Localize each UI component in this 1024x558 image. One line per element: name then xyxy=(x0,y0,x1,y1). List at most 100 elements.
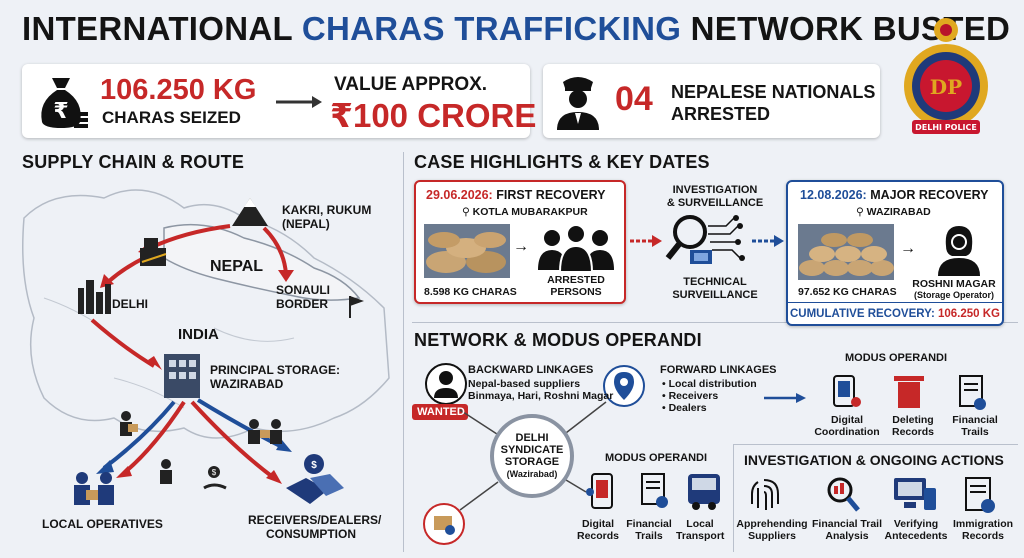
mo-right-label-2a: Deleting xyxy=(892,414,934,426)
mo-inner-icons xyxy=(586,473,720,510)
svg-text:$: $ xyxy=(311,460,317,471)
origin-label-1: KAKRI, RUKUM xyxy=(282,203,372,217)
card-divider xyxy=(788,302,1002,303)
value-amount: ₹100 CRORE xyxy=(330,97,537,134)
first-recovery-place: KOTLA MUBARAKPUR xyxy=(472,206,588,218)
police-officer-icon xyxy=(557,77,599,130)
seized-label: CHARAS SEIZED xyxy=(102,108,241,127)
arrow-right-icon xyxy=(764,393,806,403)
arrow-right-icon: → xyxy=(513,238,529,255)
local-operatives-label: LOCAL OPERATIVES xyxy=(42,517,163,531)
major-recovery-date: 12.08.2026: xyxy=(800,188,867,202)
first-recovery-date: 29.06.2026: xyxy=(426,188,493,202)
first-recovery-qty: 8.598 KG CHARAS xyxy=(424,286,517,298)
immigration-docs-icon xyxy=(965,477,995,513)
mo-right-label-1a: Digital xyxy=(830,414,864,426)
border-label-2: BORDER xyxy=(276,297,329,311)
trash-icon xyxy=(894,376,924,408)
investigation-title-2: & SURVEILLANCE xyxy=(666,197,764,209)
fingerprint-icon xyxy=(751,479,779,510)
arrow-right-icon xyxy=(630,235,662,247)
mo-right-title: MODUS OPERANDI xyxy=(844,352,948,364)
financial-docs-icon xyxy=(959,375,986,410)
logo-caption: DELHI POLICE xyxy=(915,123,977,132)
forward-item-3: • Dealers xyxy=(662,402,707,414)
mo-inner-label-1b: Records xyxy=(576,530,619,542)
page-title: INTERNATIONAL CHARAS TRAFFICKING NETWORK… xyxy=(22,10,1010,48)
phone-icon xyxy=(586,473,613,509)
mo-inner-label-2a: Financial xyxy=(626,518,672,530)
major-recovery-location: ⚲ WAZIRABAD xyxy=(856,206,931,218)
hub-line-1: DELHI xyxy=(515,432,549,444)
inv-label-4a: Immigration xyxy=(952,518,1014,530)
surveillance-label-2: SURVEILLANCE xyxy=(672,289,758,301)
case-heading: CASE HIGHLIGHTS & KEY DATES xyxy=(414,152,710,172)
first-recovery-card: 29.06.2026: FIRST RECOVERY ⚲ KOTLA MUBAR… xyxy=(414,180,626,304)
investigation-title-1: INVESTIGATION xyxy=(672,184,758,196)
location-pin-icon: ⚲ xyxy=(462,206,473,218)
arrest-count: 04 xyxy=(615,80,653,118)
bus-icon xyxy=(688,474,720,510)
first-recovery-location: ⚲ KOTLA MUBARAKPUR xyxy=(462,206,588,218)
nepal-label: NEPAL xyxy=(210,258,264,275)
hub-line-4: (Wazirabad) xyxy=(506,469,558,479)
financial-docs-icon xyxy=(641,473,668,508)
hub-line-3: STORAGE xyxy=(504,456,560,468)
delhi-label: DELHI xyxy=(112,297,148,311)
major-recovery-title: 12.08.2026: MAJOR RECOVERY xyxy=(800,188,989,202)
inv-label-4b: Records xyxy=(961,530,1004,542)
receivers-label-1: RECEIVERS/DEALERS/ xyxy=(248,513,382,527)
suspect-role: (Storage Operator) xyxy=(913,290,994,300)
route-map: $ $ xyxy=(22,189,390,505)
network-diagram xyxy=(412,363,645,545)
suspect-name: ROSHNI MAGAR xyxy=(912,278,996,290)
inv-label-3a: Verifying xyxy=(893,518,939,530)
network-heading: NETWORK & MODUS OPERANDI xyxy=(414,330,702,350)
magnifier-icon xyxy=(827,477,860,512)
arrests-panel: 04 NEPALESE NATIONALS ARRESTED xyxy=(543,64,880,138)
drug-bags-image xyxy=(424,224,510,278)
logo-monogram: DP xyxy=(930,75,962,99)
arrested-persons-label-2: PERSONS xyxy=(550,286,602,298)
magnifier-network-icon xyxy=(665,215,745,264)
seizure-panel: ₹ 106.250 KG CHARAS SEIZED VALUE APPROX.… xyxy=(22,64,536,138)
inv-label-1b: Suppliers xyxy=(748,530,796,542)
inv-label-2b: Analysis xyxy=(825,530,869,542)
inv-label-3b: Antecedents xyxy=(884,530,948,542)
surveillance-label-1: TECHNICAL xyxy=(683,276,747,288)
mo-right-label-1b: Coordination xyxy=(814,426,880,438)
origin-label-2: (NEPAL) xyxy=(282,217,330,231)
backward-line-1: Nepal-based suppliers xyxy=(468,378,581,390)
mo-inner-label-2b: Trails xyxy=(635,530,663,542)
arrest-label-1: NEPALESE NATIONALS xyxy=(671,82,876,102)
seized-amount: 106.250 KG xyxy=(100,74,257,106)
delhi-police-logo: DP DELHI POLICE xyxy=(904,18,988,134)
forward-item-2: • Receivers xyxy=(662,390,719,402)
column-divider xyxy=(403,152,404,552)
forward-item-1: • Local distribution xyxy=(662,378,757,390)
arrested-persons-icon xyxy=(538,224,614,272)
cumulative-label: CUMULATIVE RECOVERY: xyxy=(789,308,935,320)
mo-inner-title: MODUS OPERANDI xyxy=(604,452,708,464)
supply-heading: SUPPLY CHAIN & ROUTE xyxy=(22,152,245,172)
india-label: INDIA xyxy=(178,326,219,343)
drug-bags-image xyxy=(798,224,894,280)
row-divider xyxy=(412,322,1018,323)
cumulative-value: 106.250 KG xyxy=(934,308,1001,320)
arrow-right-icon: → xyxy=(900,240,916,257)
mo-inner-label-3b: Transport xyxy=(676,530,725,542)
first-recovery-title: 29.06.2026: FIRST RECOVERY xyxy=(426,188,605,202)
inv-top-divider xyxy=(733,444,1018,445)
arrest-label-2: ARRESTED xyxy=(671,104,771,124)
investigation-icons xyxy=(751,477,995,513)
inv-label-2a: Financial Trail xyxy=(811,518,883,530)
female-suspect-icon xyxy=(938,226,980,276)
receivers-label-2: CONSUMPTION xyxy=(266,527,356,541)
hub-line-2: SYNDICATE xyxy=(500,444,564,456)
backward-line-2: Binmaya, Hari, Roshni Magar xyxy=(468,390,614,402)
digital-coordination-icon xyxy=(833,375,861,407)
cumulative-recovery: CUMULATIVE RECOVERY: 106.250 KG xyxy=(788,308,1002,320)
inv-divider xyxy=(733,444,734,552)
arrow-right-icon xyxy=(752,235,784,247)
major-recovery-card: 12.08.2026: MAJOR RECOVERY ⚲ WAZIRABAD →… xyxy=(786,180,1004,326)
